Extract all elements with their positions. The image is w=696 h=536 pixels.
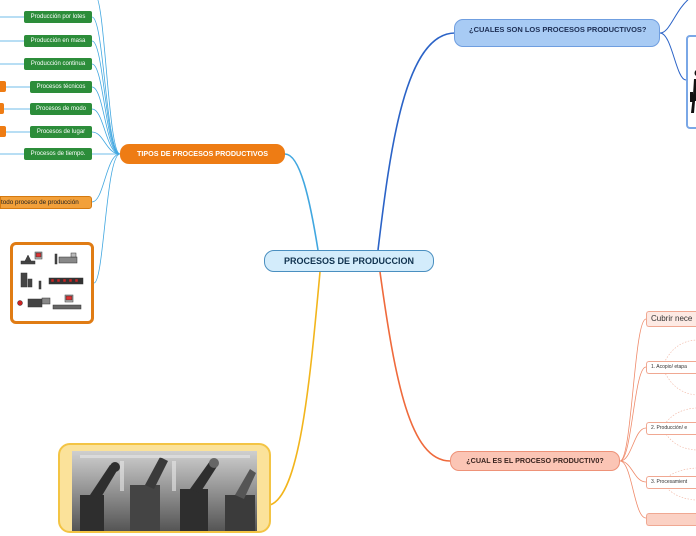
link-root-cual <box>380 272 450 461</box>
robots-photo <box>60 445 269 531</box>
worker-silhouette <box>688 37 696 127</box>
leaf-procesos-tiempo[interactable]: Procesos de tiempo. <box>24 148 92 160</box>
stub-lugar-detail[interactable] <box>0 126 6 137</box>
leaf-produccion-continua[interactable]: Producción continua <box>24 58 92 70</box>
leaf-todo-proceso[interactable]: todo proceso de producción <box>0 196 92 209</box>
leaf-acopio[interactable]: 1. Acopio/ etapa <box>646 361 696 374</box>
machines-illustration <box>13 245 91 321</box>
worker-image[interactable] <box>686 35 696 129</box>
link-cuales-top <box>660 0 690 33</box>
link-root-cuales <box>378 33 455 250</box>
link-root-image <box>270 272 320 505</box>
branch-cual-es[interactable]: ¿CUAL ES EL PROCESO PRODUCTIV0? <box>450 451 620 471</box>
industrial-process-image[interactable] <box>10 242 94 324</box>
branch-tipos[interactable]: TIPOS DE PROCESOS PRODUCTIVOS <box>120 144 285 164</box>
leaf-produccion[interactable]: 2. Producción/ e <box>646 422 696 435</box>
leaf-procesos-lugar[interactable]: Procesos de lugar <box>30 126 92 138</box>
leaf-cubrir-necesidades[interactable]: Cubrir nece <box>646 311 696 327</box>
leaf-produccion-masa[interactable]: Producción en masa <box>24 35 92 47</box>
branch-cuales-son[interactable]: ¿CUALES SON LOS PROCESOS PRODUCTIVOS? <box>454 19 660 47</box>
leaf-procesos-modo[interactable]: Procesos de modo <box>30 103 92 115</box>
leaf-procesos-tecnicos[interactable]: Procesos técnicos <box>30 81 92 93</box>
stub-modo-detail[interactable] <box>0 103 4 114</box>
root-node[interactable]: PROCESOS DE PRODUCCION <box>264 250 434 272</box>
link-cuales-image <box>660 33 686 80</box>
link-root-tipos <box>285 154 318 250</box>
leaf-produccion-lotes[interactable]: Producción por lotes <box>24 11 92 23</box>
leaf-procesamiento[interactable]: 3. Procesamient <box>646 476 696 489</box>
stub-tecnicos-detail[interactable] <box>0 81 6 92</box>
